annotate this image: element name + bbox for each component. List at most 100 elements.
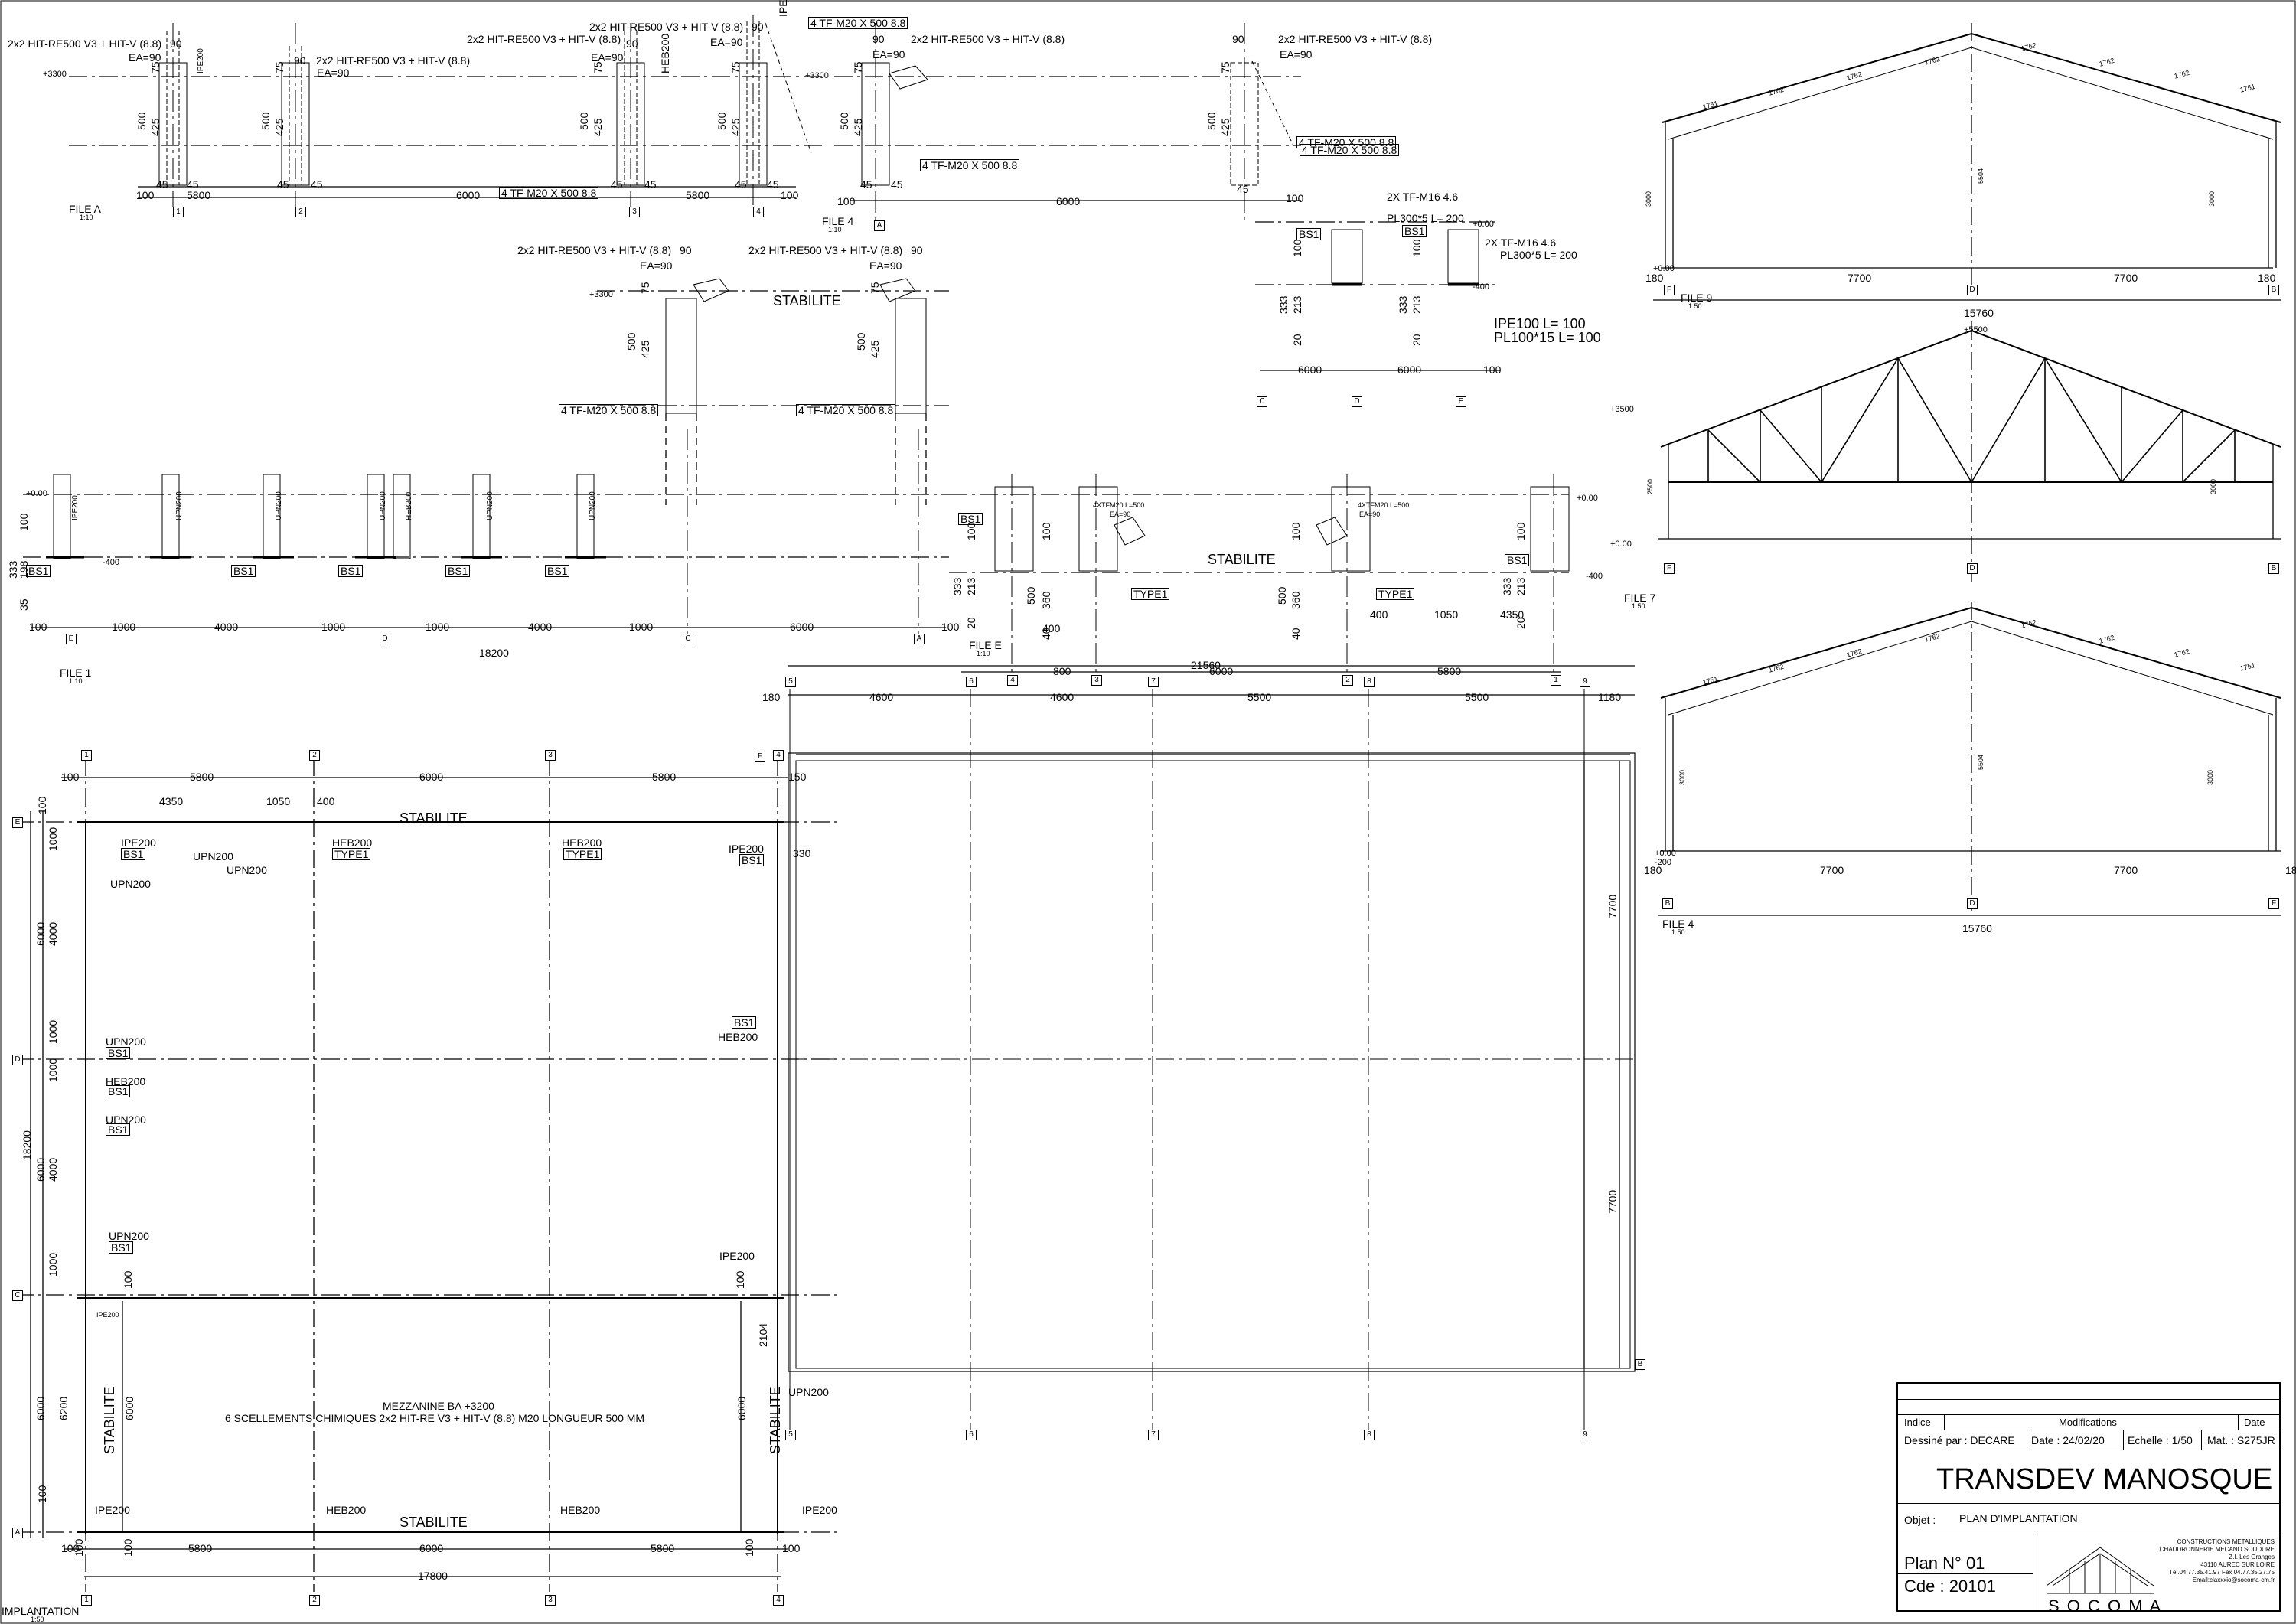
dimension-label: HEB200: [562, 836, 602, 849]
grid-marker: F: [1664, 285, 1675, 295]
drawn-by: Dessiné par : DECARE: [1904, 1434, 2015, 1446]
company-line: 43110 AUREC SUR LOIRE: [2200, 1561, 2275, 1568]
dimension-label: 4 TF-M20 X 500 8.8: [559, 404, 659, 416]
dimension-label: 2x2 HIT-RE500 V3 + HIT-V (8.8): [589, 21, 744, 33]
dimension-label: 45: [767, 178, 779, 191]
revision-row: [1898, 1384, 2279, 1400]
dimension-label: +0.00: [1655, 849, 1676, 858]
grid-marker: 7: [1148, 677, 1159, 687]
dimension-label: 7700: [2114, 864, 2138, 876]
dimension-label: HEB200: [718, 1031, 758, 1043]
dimension-label: EA=90: [1110, 510, 1131, 518]
dimension-label: 5800: [686, 189, 710, 201]
dimension-label: 100: [61, 771, 80, 783]
drawing-date: Date : 24/02/20: [2031, 1434, 2105, 1446]
grid-marker: 3: [545, 750, 556, 761]
dimension-label: 100: [1411, 239, 1423, 257]
dimension-label: 6200: [57, 1396, 70, 1420]
dimension-label: HEB200: [405, 491, 413, 520]
dimension-label: 6000: [34, 1157, 47, 1182]
dimension-label: 100: [36, 796, 48, 814]
dimension-label: IPE200: [719, 1250, 755, 1262]
dimension-label: UPN200: [486, 491, 494, 520]
grid-marker: 9: [1580, 1430, 1590, 1440]
dimension-label: 213: [1411, 295, 1423, 314]
dimension-label: 500: [135, 112, 148, 130]
grid-marker: 1: [81, 1595, 92, 1606]
dimension-label: 100: [61, 1542, 80, 1554]
grid-marker: 4: [753, 207, 764, 217]
project-title: TRANSDEV MANOSQUE: [1936, 1463, 2273, 1495]
dimension-label: 4XTFM20 L=500: [1358, 501, 1410, 509]
dimension-label: +0.00: [26, 489, 47, 498]
date-column-label: Date: [2244, 1417, 2265, 1428]
dimension-label: BS1: [445, 565, 471, 577]
dimension-label: EA=90: [591, 51, 624, 64]
dimension-label: 5800: [190, 771, 214, 783]
dimension-label: 330: [793, 847, 811, 859]
dimension-label: 4350: [1500, 608, 1525, 621]
dimension-label: TYPE1: [332, 848, 371, 860]
dimension-label: 100: [1515, 522, 1527, 540]
grid-marker: 1: [1551, 675, 1561, 686]
dimension-label: 500: [259, 112, 272, 130]
dimension-label: EA=90: [869, 259, 902, 272]
dimension-label: 100: [965, 522, 977, 540]
dimension-label: 100: [782, 1542, 801, 1554]
dimension-label: 6000: [419, 1542, 444, 1554]
dimension-label: -400: [1586, 572, 1603, 581]
dimension-label: 4 TF-M20 X 500 8.8: [796, 404, 896, 416]
dimension-label: FILE 7: [1624, 592, 1656, 604]
dimension-label: STABILITE: [773, 293, 841, 308]
dimension-label: EA=90: [872, 48, 905, 60]
dimension-label: 100: [743, 1538, 755, 1557]
dimension-label: BS1: [1505, 554, 1530, 566]
dimension-label: 400: [1370, 608, 1388, 621]
grid-marker: 5: [785, 1430, 796, 1440]
dimension-label: 75: [852, 61, 864, 73]
dimension-label: 75: [149, 61, 161, 73]
dimension-label: 100: [1290, 522, 1302, 540]
dimension-label: 3000: [1678, 769, 1686, 785]
dimension-label: -400: [1473, 282, 1490, 292]
order-number: Cde : 20101: [1904, 1577, 1996, 1596]
dimension-label: 500: [625, 332, 638, 351]
grid-marker: 6: [966, 1430, 977, 1440]
dimension-label: 5800: [651, 1542, 675, 1554]
dimension-label: FILE 9: [1681, 292, 1713, 304]
dimension-label: 800: [1053, 665, 1071, 677]
dimension-label: 3000: [1645, 191, 1652, 207]
dimension-label: 100: [73, 1538, 85, 1557]
dimension-label: UPN200: [589, 491, 597, 520]
dimension-label: 5800: [652, 771, 677, 783]
objet-label: Objet :: [1904, 1514, 1936, 1526]
company-logo-text: S O C O M A: [2048, 1596, 2163, 1616]
dimension-label: IPE200: [95, 1504, 130, 1516]
dimension-label: 500: [716, 112, 728, 130]
grid-marker: D: [1352, 396, 1362, 407]
grid-marker: 4: [1007, 675, 1018, 686]
dimension-label: +5500: [1964, 325, 1988, 334]
dimension-label: 7700: [1606, 1189, 1619, 1214]
dimension-label: FILE 4: [1662, 918, 1694, 930]
dimension-label: 1:50: [1632, 602, 1645, 610]
dimension-label: 100: [1040, 522, 1052, 540]
dimension-label: IPE200: [777, 0, 789, 17]
dimension-label: 425: [1219, 118, 1231, 136]
dimension-label: BS1: [958, 513, 983, 525]
dimension-label: BS1: [739, 854, 765, 866]
dimension-label: EA=90: [317, 67, 350, 79]
dimension-label: FILE E: [969, 639, 1002, 651]
grid-marker: B: [2268, 563, 2279, 574]
dimension-label: 90: [752, 21, 764, 33]
dimension-label: 1:50: [31, 1616, 44, 1623]
dimension-label: 1000: [426, 621, 450, 633]
grid-marker: 9: [1580, 677, 1590, 687]
dimension-label: 180: [2285, 864, 2296, 876]
dimension-label: 100: [18, 513, 30, 531]
dimension-label: UPN200: [379, 491, 387, 520]
company-line: Tél.04.77.35.41.97 Fax 04.77.35.27.75: [2169, 1569, 2275, 1576]
dimension-label: 425: [149, 118, 161, 136]
